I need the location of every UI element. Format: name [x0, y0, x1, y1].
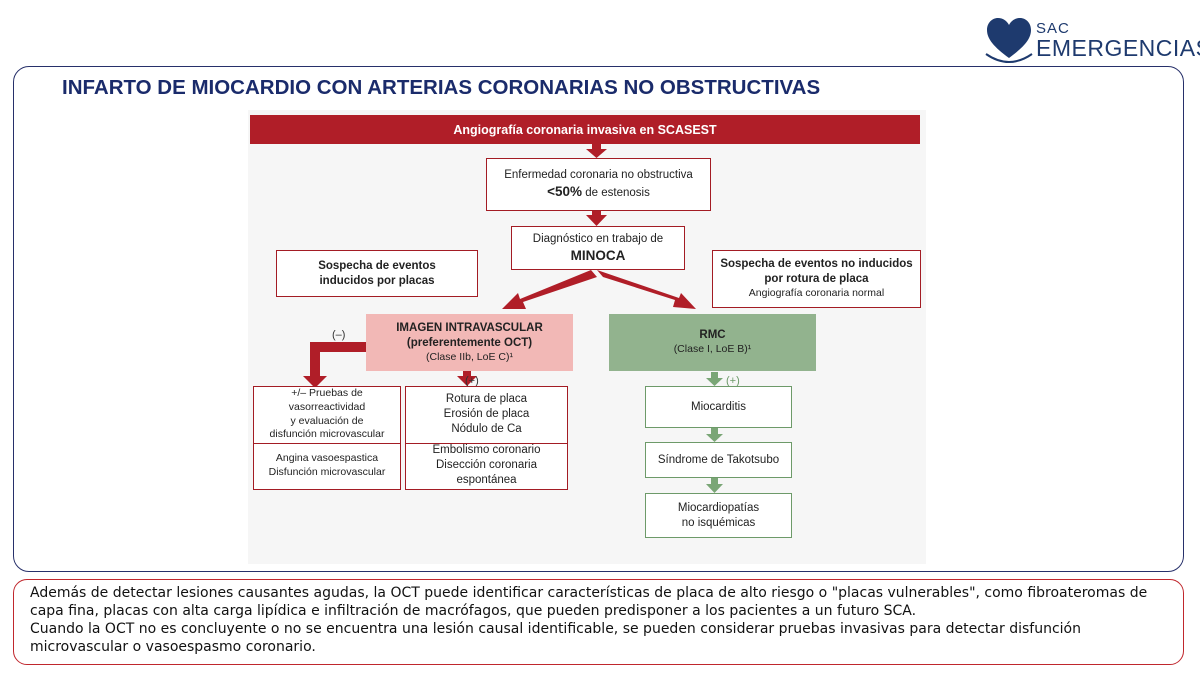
sospecha-no-placa-line1: Sospecha de eventos no inducidos	[720, 258, 913, 271]
angina-line1: Angina vasoespastica	[275, 451, 379, 464]
arrow-rmc-to-miocarditis	[706, 372, 723, 386]
arrow-takotsubo-to-miocardiopatias	[706, 478, 723, 493]
enfermedad-line2-bold: <50%	[547, 184, 583, 199]
arrow-diagnostico-to-rmc	[597, 270, 696, 309]
arrow-miocarditis-to-takotsubo	[706, 428, 723, 442]
pruebas-line2: y evaluación de	[290, 414, 364, 427]
note-paragraph-2: Cuando la OCT no es concluyente o no se …	[30, 620, 1081, 655]
embolismo-cell: Embolismo coronario Disección coronaria …	[406, 442, 567, 489]
rotura-divider	[406, 443, 567, 444]
pruebas-cell: +/– Pruebas de vasorreactividad y evalua…	[254, 387, 400, 442]
header-angiografia: Angiografía coronaria invasiva en SCASES…	[250, 115, 920, 144]
minoca-flowchart: Angiografía coronaria invasiva en SCASES…	[248, 110, 926, 564]
diagnostico-line1: Diagnóstico en trabajo de	[532, 232, 664, 245]
enfermedad-line1: Enfermedad coronaria no obstructiva	[504, 169, 693, 182]
imagen-line2: (preferentemente OCT)	[406, 336, 533, 349]
sac-emergencias-logo: SAC EMERGENCIAS	[984, 14, 1200, 64]
takotsubo-text: Síndrome de Takotsubo	[657, 453, 780, 466]
rmc-line2: (Clase I, LoE B)¹	[673, 343, 752, 356]
miocardiopatias-line1: Miocardiopatías	[677, 501, 760, 514]
miocardiopatias-line2: no isquémicas	[681, 516, 756, 529]
note-panel: Además de detectar lesiones causantes ag…	[13, 579, 1184, 665]
sospecha-no-placa-line3: Angiografía coronaria normal	[748, 287, 885, 300]
box-sospecha-no-placa: Sospecha de eventos no inducidos por rot…	[712, 250, 921, 308]
enfermedad-line2-rest: de estenosis	[582, 187, 650, 199]
heart-icon	[985, 18, 1033, 63]
rotura-cell: Rotura de placa Erosión de placa Nódulo …	[444, 387, 530, 442]
label-negative: (–)	[332, 329, 346, 341]
box-sospecha-placa: Sospecha de eventos inducidos por placas	[276, 250, 478, 297]
sospecha-placa-line2: inducidos por placas	[319, 274, 435, 287]
rmc-line1: RMC	[699, 329, 726, 342]
rotura-line3: Nódulo de Ca	[451, 422, 522, 435]
box-rotura-group: Rotura de placa Erosión de placa Nódulo …	[405, 386, 568, 490]
box-takotsubo: Síndrome de Takotsubo	[645, 442, 792, 478]
rotura-line1: Rotura de placa	[445, 393, 528, 406]
arrow-header-to-enfermedad	[586, 144, 607, 158]
embolismo-line1: Embolismo coronario	[432, 444, 541, 457]
rotura-line2: Erosión de placa	[443, 408, 530, 421]
main-panel	[13, 66, 1184, 572]
box-rmc: RMC (Clase I, LoE B)¹	[609, 314, 816, 371]
box-miocarditis: Miocarditis	[645, 386, 792, 428]
box-diagnostico: Diagnóstico en trabajo de MINOCA	[511, 226, 685, 270]
angina-line2: Disfunción microvascular	[268, 465, 386, 478]
miocarditis-text: Miocarditis	[691, 400, 746, 413]
pruebas-line3: disfunción microvascular	[269, 428, 385, 441]
pruebas-line1: +/– Pruebas de vasorreactividad	[288, 387, 366, 413]
arrow-imagen-positive	[457, 371, 477, 386]
flowchart-arrows	[303, 144, 723, 493]
sospecha-no-placa-line2: por rotura de placa	[764, 273, 869, 286]
arrow-enfermedad-to-diagnostico	[586, 211, 607, 226]
diagnostico-line2: MINOCA	[570, 247, 626, 263]
imagen-line3: (Clase IIb, LoE C)¹	[426, 350, 513, 363]
note-paragraph-1: Además de detectar lesiones causantes ag…	[30, 585, 1148, 619]
embolismo-line2: Disección coronaria espontánea	[436, 459, 537, 486]
box-miocardiopatias: Miocardiopatías no isquémicas	[645, 493, 792, 538]
imagen-line1: IMAGEN INTRAVASCULAR	[396, 321, 543, 334]
enfermedad-line2-wrap: <50% de estenosis	[547, 183, 650, 201]
sospecha-placa-line1: Sospecha de eventos	[318, 259, 436, 272]
box-enfermedad: Enfermedad coronaria no obstructiva <50%…	[486, 158, 711, 211]
logo-bottom-text: EMERGENCIAS	[1036, 35, 1200, 61]
box-pruebas-group: +/– Pruebas de vasorreactividad y evalua…	[253, 386, 401, 490]
arrow-diagnostico-to-imagen	[502, 270, 597, 309]
box-imagen-intravascular: IMAGEN INTRAVASCULAR (preferentemente OC…	[366, 314, 573, 371]
pruebas-divider	[254, 443, 400, 444]
page-title: INFARTO DE MIOCARDIO CON ARTERIAS CORONA…	[62, 76, 821, 99]
label-positive-red: (+)	[465, 375, 479, 387]
logo-top-text: SAC	[1036, 20, 1070, 37]
arrow-imagen-negative	[303, 342, 366, 388]
label-positive-green: (+)	[726, 375, 740, 387]
angina-cell: Angina vasoespastica Disfunción microvas…	[269, 442, 386, 489]
